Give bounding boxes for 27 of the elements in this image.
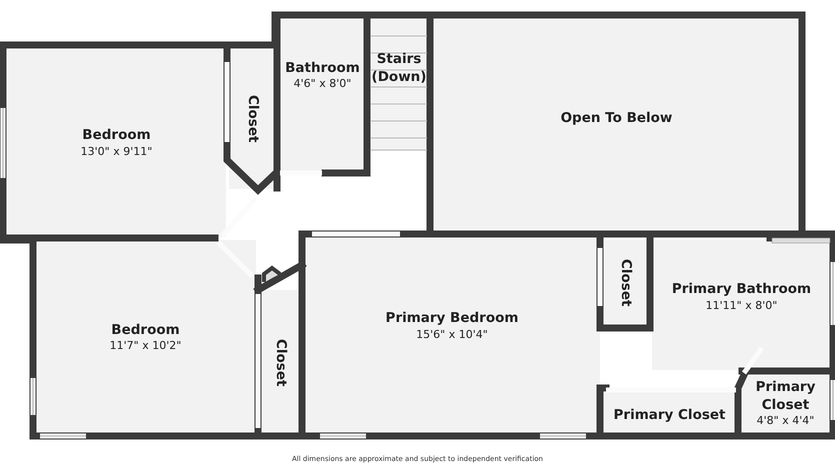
room-floor xyxy=(740,373,831,435)
room-name: Primary Closet xyxy=(614,406,726,424)
room-dimensions: 13'0" x 9'11" xyxy=(80,144,152,159)
room-dimensions: 11'7" x 10'2" xyxy=(110,339,182,354)
room-floor xyxy=(432,18,801,232)
room-name: Open To Below xyxy=(560,110,672,128)
room-floor xyxy=(602,240,648,326)
room-dimensions: 15'6" x 10'4" xyxy=(416,328,488,342)
room-floor xyxy=(279,18,366,173)
room-floor xyxy=(304,237,600,435)
room-floor xyxy=(652,240,831,370)
room-name: Bedroom xyxy=(111,322,180,340)
room-name: Bathroom xyxy=(285,60,360,78)
room-name: Closet xyxy=(244,95,261,143)
room-name: Closet xyxy=(272,338,289,386)
room-name: Primary Bedroom xyxy=(386,310,518,328)
room-dimensions: 4'6" x 8'0" xyxy=(294,77,352,92)
room-floor xyxy=(7,49,226,237)
room-floor xyxy=(35,240,256,435)
room-dimensions: 11'11" x 8'0" xyxy=(706,298,778,313)
room-name: Primary Bathroom xyxy=(672,281,812,299)
room-dimensions: 4'8" x 4'4" xyxy=(756,414,814,429)
room-name: Primary Closet xyxy=(754,379,816,414)
room-floor xyxy=(602,392,737,435)
room-name: Bedroom xyxy=(82,127,151,145)
room-name: Stairs (Down) xyxy=(370,50,428,86)
room-name: Closet xyxy=(616,259,634,307)
